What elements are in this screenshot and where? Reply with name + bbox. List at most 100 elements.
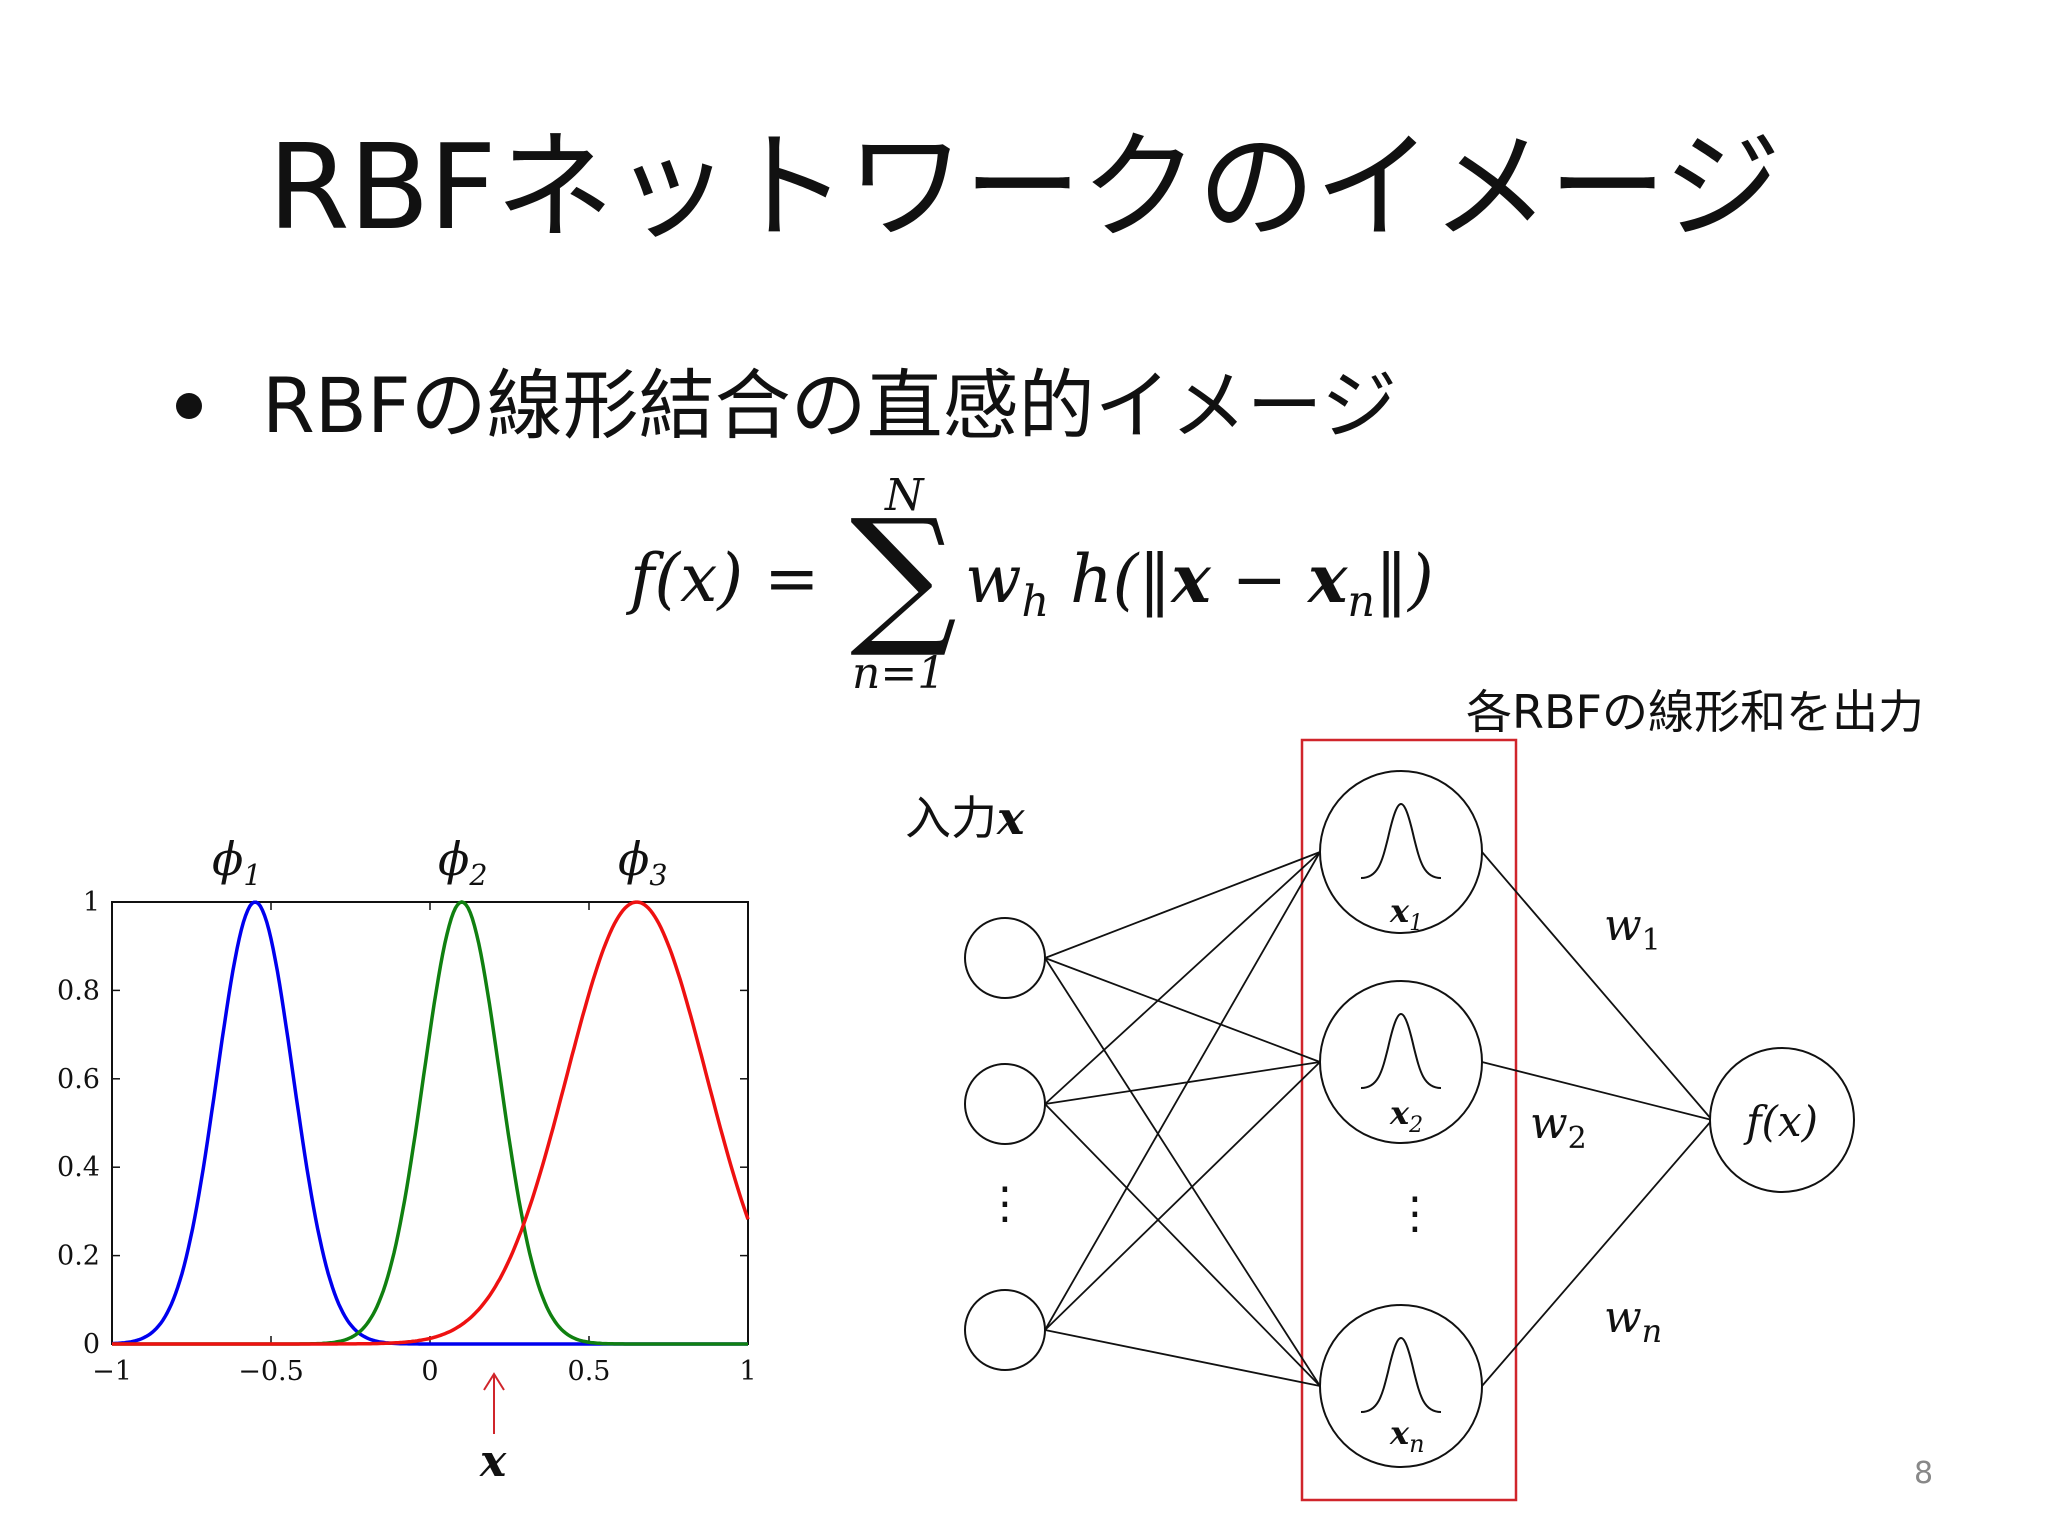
formula-lhs: f(x) =	[630, 540, 820, 617]
x-tick-label: −1	[92, 1356, 132, 1387]
edge	[1044, 851, 1321, 1105]
formula-rhs: wh h(‖x − xn‖)	[965, 540, 1434, 627]
rbf-chart: −1 −0.5 0 0.5 1 0 0.2 0.4 0.6 0.8 1 x	[57, 887, 757, 1487]
formula-weight: w	[965, 541, 1022, 618]
hidden-node-circle	[1319, 980, 1483, 1144]
phi1-label: ϕ1	[212, 832, 262, 892]
edge	[1044, 957, 1321, 1063]
bullet-text: RBFの線形結合の直感的イメージ	[262, 361, 1398, 450]
weight-2-var: w	[1530, 1098, 1568, 1149]
weight-n-sub: n	[1642, 1312, 1663, 1350]
hidden-node-1-sub: 1	[1409, 911, 1423, 936]
formula-xn: x	[1308, 540, 1348, 618]
slide-title: RBFネットワークのイメージ	[267, 118, 1781, 256]
sum-lower-limit: n=1	[852, 648, 946, 699]
hidden-node-circle	[1319, 1304, 1483, 1468]
hidden-node-circle	[1319, 770, 1483, 934]
x-marker-label: x	[479, 1436, 507, 1487]
weight-n-label: wn	[1604, 1292, 1662, 1350]
chart-ticks: −1 −0.5 0 0.5 1 0 0.2 0.4 0.6 0.8 1	[57, 887, 757, 1387]
phi3-base: ϕ	[618, 832, 650, 886]
x-tick-label: 0	[421, 1356, 438, 1387]
hidden-layer-highlight	[1300, 738, 1518, 1502]
x-marker-arrow-head	[483, 1372, 505, 1391]
x-tick-label: −0.5	[238, 1356, 304, 1387]
hidden-node-2: x2	[1319, 980, 1483, 1144]
hidden-node-1-label: x1	[1389, 892, 1423, 936]
edge	[1044, 957, 1321, 1387]
page-number: 8	[1914, 1456, 1934, 1491]
phi1-base: ϕ	[212, 832, 244, 886]
hidden-ellipsis: ⋮	[1393, 1188, 1437, 1239]
formula-minus: −	[1210, 541, 1308, 618]
output-node: f(x)	[1709, 1047, 1855, 1193]
weight-1-var: w	[1604, 900, 1642, 951]
formula-func-prefix: h(‖	[1070, 541, 1172, 618]
input-ellipsis: ⋮	[983, 1178, 1027, 1229]
edge	[1481, 851, 1713, 1121]
series-line-φ3	[112, 900, 750, 1346]
weight-2-sub: 2	[1568, 1121, 1587, 1156]
hidden-node-2-var: x	[1389, 1094, 1410, 1132]
y-tick-label: 0.6	[57, 1064, 100, 1095]
y-tick-label: 0.4	[57, 1152, 100, 1183]
y-tick-label: 0.8	[57, 975, 100, 1006]
hidden-node-n-label: xn	[1389, 1414, 1425, 1458]
rbf-network: ⋮ x1 x2 xn ⋮ w1 w2 wn	[964, 738, 1855, 1502]
output-node-circle	[1709, 1047, 1855, 1193]
edge	[1044, 1061, 1321, 1105]
chart-lines	[111, 900, 750, 1346]
weight-n-var: w	[1604, 1292, 1642, 1343]
weight-labels: w1 w2 wn	[1530, 900, 1662, 1350]
edge	[1044, 1061, 1321, 1331]
bullet-dot	[176, 393, 202, 419]
formula-x: x	[1171, 540, 1211, 618]
hidden-node-1-var: x	[1389, 892, 1410, 930]
input-node	[964, 1289, 1046, 1371]
x-tick-label: 0.5	[568, 1356, 611, 1387]
bullet-item: RBFの線形結合の直感的イメージ	[176, 368, 1397, 444]
hidden-node-n-sub: n	[1409, 1430, 1424, 1458]
hidden-node-2-label: x2	[1389, 1094, 1423, 1138]
edge	[1044, 1329, 1321, 1387]
edge	[1481, 1119, 1713, 1387]
input-node	[964, 917, 1046, 999]
weight-2-label: w2	[1530, 1098, 1587, 1156]
gaussian-glyph	[1360, 1336, 1442, 1413]
weight-1-sub: 1	[1642, 923, 1661, 958]
gaussian-glyph	[1360, 1012, 1442, 1089]
y-tick-label: 0.2	[57, 1241, 100, 1272]
hidden-node-1: x1	[1319, 770, 1483, 936]
rbf-formula: f(x) = N ∑ n=1 wh h(‖x − xn‖)	[630, 470, 1450, 700]
series-line-φ1	[111, 900, 748, 1346]
phi3-label: ϕ3	[618, 832, 668, 892]
phi1-sub: 1	[243, 859, 262, 893]
gaussian-glyph	[1360, 802, 1442, 879]
edge	[1481, 1061, 1713, 1121]
y-tick-label: 1	[83, 887, 100, 918]
hidden-node-n-var: x	[1389, 1414, 1410, 1452]
edge	[1044, 1103, 1321, 1387]
series-line-φ2	[112, 900, 748, 1346]
input-label: 入力x	[905, 782, 1024, 848]
x-tick-label: 1	[739, 1356, 756, 1387]
sum-symbol: ∑	[850, 488, 958, 662]
phi2-base: ϕ	[438, 832, 470, 886]
hidden-nodes: x1 x2 xn	[1319, 770, 1483, 1468]
input-node	[964, 1063, 1046, 1145]
network-edges	[1044, 851, 1713, 1387]
input-label-var: x	[997, 791, 1025, 845]
edge	[1044, 851, 1321, 1331]
formula-xn-sub: n	[1347, 577, 1375, 628]
phi3-sub: 3	[649, 859, 668, 893]
input-nodes	[964, 917, 1046, 1371]
formula-weight-sub: h	[1021, 577, 1050, 628]
y-tick-label: 0	[83, 1329, 100, 1360]
network-caption: 各RBFの線形和を出力	[1466, 685, 1924, 739]
output-node-label: f(x)	[1743, 1097, 1818, 1146]
hidden-node-n: xn	[1319, 1304, 1483, 1468]
phi2-label: ϕ2	[438, 832, 488, 892]
chart-frame	[111, 901, 749, 1345]
x-marker: x	[479, 1372, 507, 1487]
